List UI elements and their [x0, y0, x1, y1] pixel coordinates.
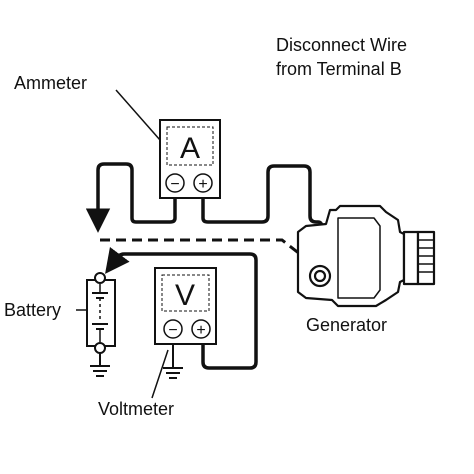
battery-ground-icon — [90, 365, 110, 377]
note-line-2: from Terminal B — [276, 59, 402, 79]
voltmeter-positive-wire — [105, 246, 258, 370]
voltmeter-minus-terminal — [163, 319, 183, 339]
ammeter-negative-wire — [85, 162, 177, 233]
battery-bottom-terminal — [94, 342, 106, 354]
battery — [86, 272, 116, 366]
ammeter: A − + — [159, 119, 221, 199]
generator-terminal-b-nut — [313, 269, 327, 283]
battery-body — [86, 279, 116, 347]
voltmeter: V − + — [154, 267, 217, 345]
voltmeter-label: Voltmeter — [98, 399, 175, 419]
generator-front-cover — [337, 217, 381, 299]
note-line-1: Disconnect Wire — [276, 35, 408, 55]
ammeter-minus-terminal — [165, 173, 185, 193]
voltmeter-symbol: V — [175, 279, 195, 312]
battery-label: Battery — [4, 300, 62, 320]
voltmeter-plus-sign: + — [196, 322, 205, 339]
ammeter-plus-sign: + — [198, 176, 207, 193]
voltmeter-display — [161, 274, 210, 312]
ammeter-symbol: A — [180, 132, 200, 165]
pulley-groove-lines — [418, 239, 434, 273]
generator-pulley — [402, 230, 420, 286]
battery-top-terminal — [94, 272, 106, 284]
disconnected-wire — [100, 238, 311, 264]
ammeter-display — [166, 126, 214, 166]
ammeter-minus-sign: − — [170, 176, 179, 193]
voltmeter-plus-terminal — [191, 319, 211, 339]
voltmeter-ground-icon — [163, 367, 183, 379]
generator-pulley-ridges — [416, 230, 436, 286]
generator-icon — [296, 204, 436, 308]
ammeter-plus-terminal — [193, 173, 213, 193]
voltmeter-leader — [151, 349, 169, 399]
generator-label: Generator — [306, 315, 388, 335]
ammeter-positive-wire — [201, 164, 335, 267]
ammeter-leader — [115, 89, 161, 141]
voltmeter-minus-sign: − — [168, 322, 177, 339]
ammeter-label: Ammeter — [14, 73, 88, 93]
